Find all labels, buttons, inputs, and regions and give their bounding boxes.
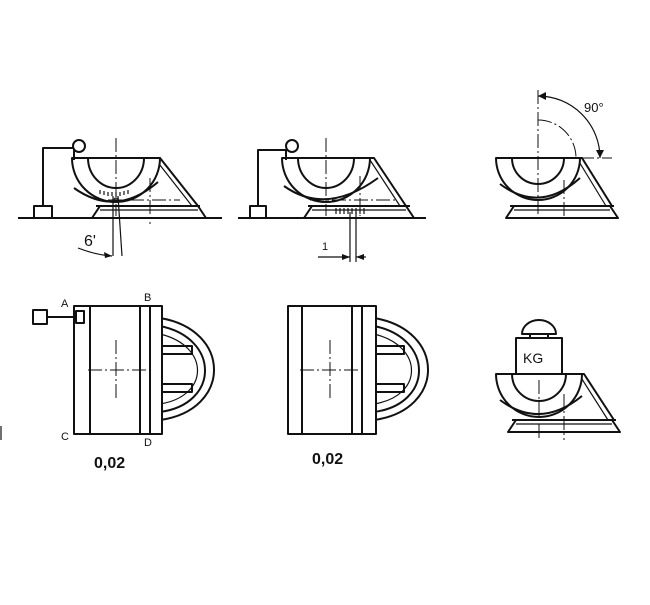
side-arc <box>373 317 429 421</box>
panel-top-view-mid: 0,02 <box>287 305 429 468</box>
value-label-left: 0,02 <box>94 455 125 472</box>
indicator-stand-base <box>33 205 53 219</box>
level-scale <box>283 177 379 201</box>
panel-level-indicator-distance: 1 <box>238 138 426 262</box>
panel-top-view-abcd: A B C D 0,02 <box>32 292 215 472</box>
value-label-mid: 0,02 <box>312 451 343 468</box>
indicator-arm <box>257 149 287 206</box>
probe-icon <box>32 309 48 325</box>
indicator-stand-base <box>249 205 267 219</box>
base-scale-ticks <box>335 208 365 214</box>
corner-label-d: D <box>144 437 152 449</box>
panel-level-weight: KG <box>495 319 621 440</box>
corner-label-a: A <box>61 298 69 310</box>
level-base <box>91 205 207 219</box>
panel-level-90-degree: 90° <box>495 90 619 219</box>
level-base <box>505 205 619 219</box>
scale-ticks <box>99 190 129 197</box>
dimension-label-1: 1 <box>322 241 328 253</box>
angle-label-90: 90° <box>584 100 604 115</box>
dial-indicator-icon <box>72 139 86 153</box>
level-base <box>303 205 415 219</box>
corner-label-b: B <box>144 292 151 304</box>
corner-label-c: C <box>61 431 69 443</box>
level-bowl <box>495 373 583 418</box>
indicator-arm <box>42 147 75 206</box>
angle-label-6min: 6' <box>84 233 96 250</box>
level-bowl <box>281 157 371 203</box>
dial-indicator-icon <box>285 139 299 153</box>
weight-label: KG <box>523 350 543 366</box>
angle-arc-90 <box>537 95 601 159</box>
side-arc <box>159 317 215 421</box>
panel-level-indicator-angle: 6' <box>18 138 222 258</box>
